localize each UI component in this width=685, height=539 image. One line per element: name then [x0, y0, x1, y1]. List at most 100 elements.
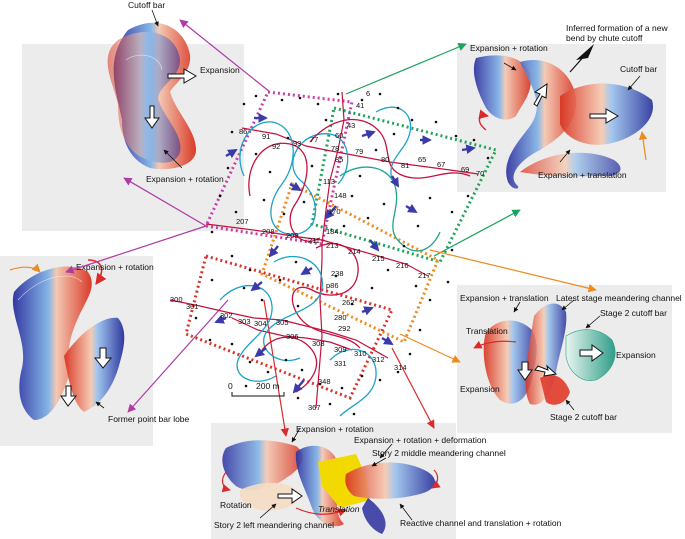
shape-right	[473, 299, 616, 411]
well-label: 292	[338, 324, 351, 333]
well-label: 6	[366, 89, 370, 98]
section-lines	[169, 91, 479, 409]
well-label: 113	[323, 177, 335, 186]
leader-arrow-to-top-right	[345, 43, 467, 95]
shape-bottom	[221, 427, 441, 534]
well-label: 302	[220, 311, 233, 320]
well-label: 91	[262, 132, 270, 141]
well-label: 67	[437, 160, 445, 169]
well-label: 262	[342, 298, 355, 307]
well-label: 331	[334, 359, 347, 368]
well-label: 306	[286, 332, 299, 341]
leader-arrow-to-right-2	[399, 333, 461, 363]
well-label: 170	[328, 207, 341, 216]
region-green-dotted	[310, 106, 499, 264]
label-translation-r: Translation	[466, 326, 508, 336]
label-expansion-r-left: Expansion	[460, 384, 500, 394]
well-label: 303	[238, 317, 251, 326]
well-label: 312	[372, 355, 385, 364]
label-translation-b: Translation	[318, 504, 360, 514]
leader-arrow-to-top-right-2	[433, 209, 521, 257]
well-label: 92	[272, 142, 280, 151]
well-label: 86	[239, 127, 247, 136]
label-stage2-cutoff-bar-bottom: Stage 2 cutoff bar	[550, 412, 617, 422]
well-label: 207	[236, 217, 249, 226]
shape-top-left	[107, 9, 197, 170]
well-label: 214	[348, 247, 361, 256]
well-label: 348	[318, 377, 331, 386]
well-label: 69	[461, 165, 469, 174]
well-label: 78	[331, 144, 339, 153]
well-dots	[194, 92, 490, 416]
well-label: 81	[401, 161, 409, 170]
well-label: 80	[381, 155, 389, 164]
well-label: 65	[418, 155, 426, 164]
central-map: 6 41 43 60 78 79 80 81 65 67 69 70 85 86…	[169, 89, 499, 417]
well-label: 215	[372, 254, 385, 263]
label-expansion-rotation-deformation: Expansion + rotation + deformation	[354, 435, 487, 445]
well-label: 85	[335, 155, 343, 164]
label-inferred-formation-wrap: Inferred formation of a new bend by chut…	[566, 23, 668, 43]
well-label: 305	[276, 318, 289, 327]
scale-bar-length: 200 m	[256, 381, 280, 391]
well-label: 300	[170, 295, 183, 304]
well-label: 310	[354, 349, 367, 358]
label-story2-left: Story 2 left meandering channel	[214, 520, 334, 530]
leader-arrow-to-top-left	[179, 19, 271, 93]
label-expansion-r-right: Expansion	[616, 350, 656, 360]
label-cutoff-bar-tl: Cutoff bar	[128, 0, 165, 10]
well-label: 79	[355, 147, 363, 156]
well-label: 308	[312, 339, 325, 348]
label-expansion-rotation-tr: Expansion + rotation	[470, 43, 548, 53]
label-expansion-rotation-tl: Expansion + rotation	[146, 174, 224, 184]
label-expansion-rotation-l: Expansion + rotation	[76, 262, 154, 272]
well-label: 217	[418, 271, 431, 280]
label-expansion-rotation-b: Expansion + rotation	[296, 424, 374, 434]
scale-bar-zero: 0	[228, 381, 233, 391]
well-label: 184	[326, 227, 339, 236]
well-label: 43	[347, 121, 355, 130]
flow-arrows	[214, 113, 476, 394]
label-reactive-channel: Reactive channel and translation + rotat…	[400, 518, 562, 528]
well-label: 93	[293, 139, 301, 148]
leader-arrow-to-top-left-2	[123, 177, 207, 227]
well-number-labels: 6 41 43 60 78 79 80 81 65 67 69 70 85 86…	[170, 89, 484, 412]
label-story2-middle: Story 2 middle meandering channel	[372, 448, 506, 458]
well-label: 304	[254, 319, 267, 328]
label-inferred-formation: Inferred formation of a new bend by chut…	[566, 23, 668, 43]
well-label: 213	[326, 241, 339, 250]
label-latest-stage: Latest stage meandering channel	[556, 293, 682, 303]
well-label: 41	[356, 101, 364, 110]
label-expansion-tl: Expansion	[200, 65, 240, 75]
well-label: 309	[334, 345, 347, 354]
well-label: 238	[331, 269, 344, 278]
label-stage2-cutoff-bar-top: Stage 2 cutoff bar	[600, 308, 667, 318]
label-expansion-translation-tr: Expansion + translation	[538, 170, 627, 180]
well-label: 148	[334, 191, 347, 200]
well-label: 280	[334, 313, 347, 322]
well-label: p86	[326, 281, 339, 290]
well-label: 314	[394, 363, 407, 372]
region-red-dotted	[184, 254, 395, 400]
label-cutoff-bar-tr: Cutoff bar	[620, 64, 657, 74]
channel-lines	[219, 106, 471, 417]
shape-top-right	[473, 44, 654, 189]
well-label: 77	[310, 135, 318, 144]
well-label: 70	[476, 169, 484, 178]
label-rotation-b: Rotation	[220, 500, 252, 510]
scale-bar: 0 200 m	[228, 381, 285, 397]
leader-arrow-to-right	[429, 249, 597, 293]
well-label: 211	[308, 236, 320, 245]
well-label: 367	[308, 403, 321, 412]
well-label: 208	[262, 227, 275, 236]
label-former-point-bar: Former point bar lobe	[108, 414, 190, 424]
leader-arrow-to-left-2	[127, 299, 229, 413]
shape-left	[9, 259, 125, 420]
leader-arrow-to-left	[65, 225, 207, 274]
label-expansion-translation-r: Expansion + translation	[460, 293, 549, 303]
well-label: 209	[286, 231, 299, 240]
well-label: 301	[186, 302, 199, 311]
region-magenta-dotted	[203, 90, 354, 246]
